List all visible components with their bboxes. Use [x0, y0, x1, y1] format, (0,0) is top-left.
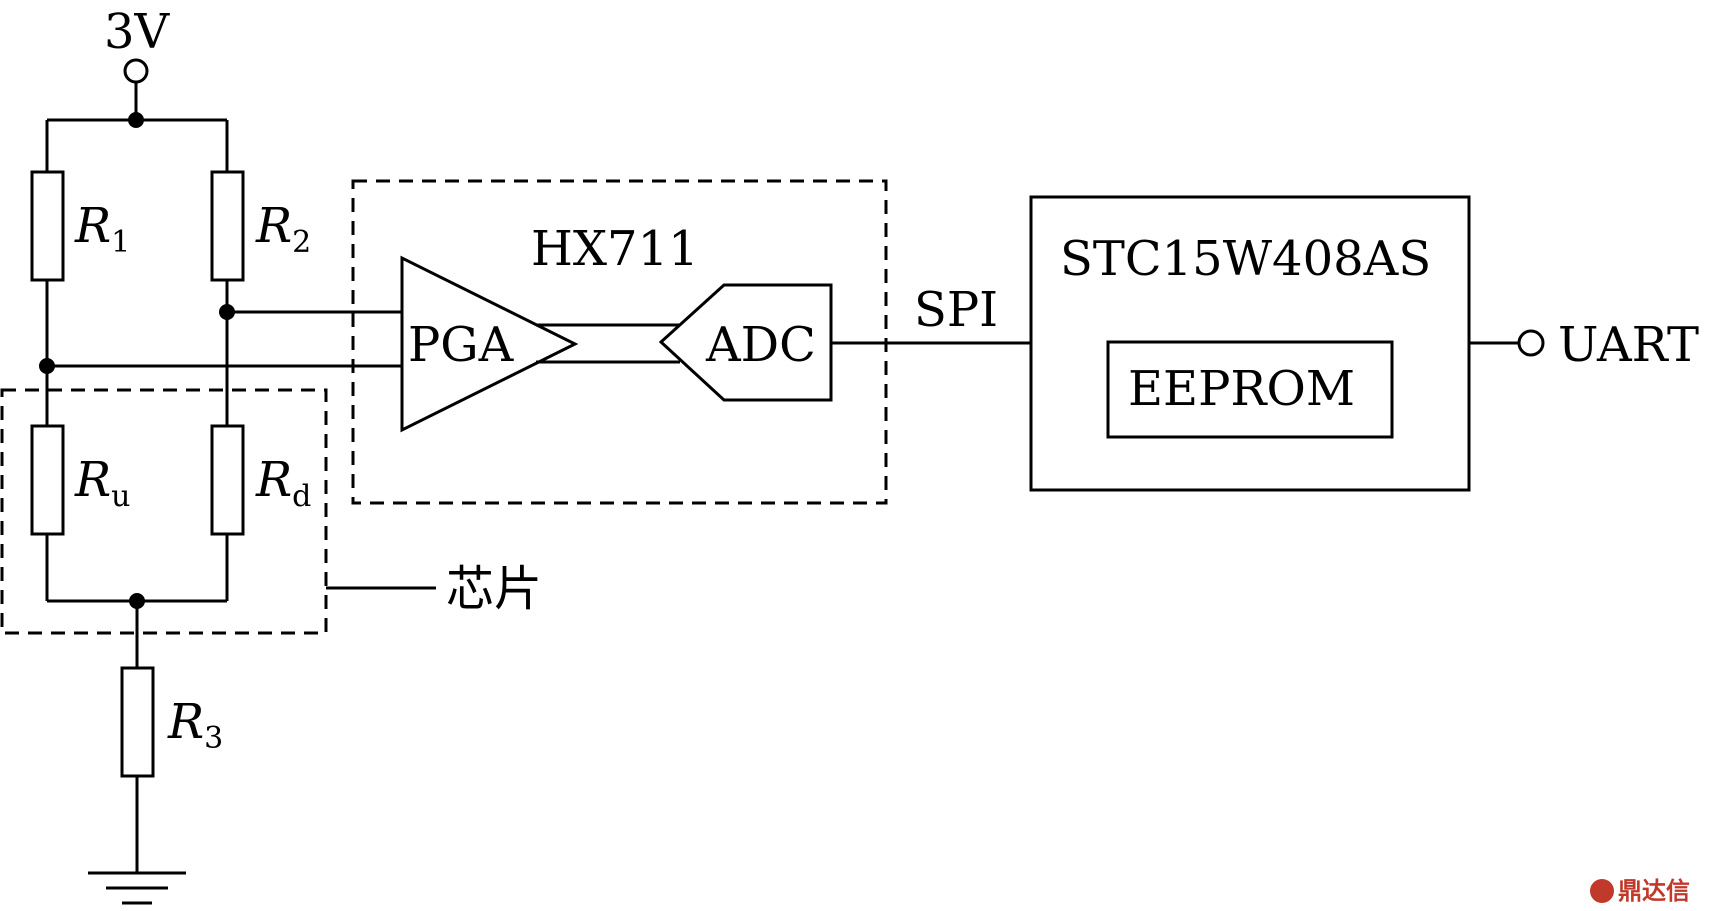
supply-label: 3V	[104, 4, 171, 60]
uart-terminal	[1517, 329, 1545, 357]
ground-icon	[88, 871, 186, 905]
resistor-rd	[210, 424, 245, 536]
chip-label: 芯片	[446, 561, 542, 617]
watermark-text: 鼎达信	[1618, 877, 1690, 905]
chip-region	[0, 388, 328, 635]
watermark-logo: 鼎达信	[1590, 877, 1690, 905]
eeprom-label: EEPROM	[1128, 361, 1355, 417]
pga-amplifier	[400, 255, 579, 433]
pga-label: PGA	[408, 317, 515, 373]
adc-converter	[658, 283, 833, 402]
ru-label: Ru	[74, 452, 130, 514]
mcu-title: STC15W408AS	[1060, 231, 1431, 287]
junction-top	[128, 112, 144, 128]
r3-label: R3	[167, 694, 223, 756]
supply-terminal: 3V	[104, 4, 171, 120]
eeprom-block	[1106, 340, 1394, 439]
spi-label: SPI	[914, 282, 998, 338]
rd-label: Rd	[255, 452, 311, 514]
uart-label: UART	[1558, 317, 1699, 373]
r2-label: R2	[255, 198, 311, 260]
adc-label: ADC	[705, 317, 816, 373]
r1-label: R1	[74, 198, 130, 260]
resistor-r1	[30, 170, 65, 282]
resistor-r2	[210, 170, 245, 282]
resistor-ru	[30, 424, 65, 536]
resistor-r3	[120, 666, 155, 778]
hx711-title: HX711	[531, 221, 699, 277]
